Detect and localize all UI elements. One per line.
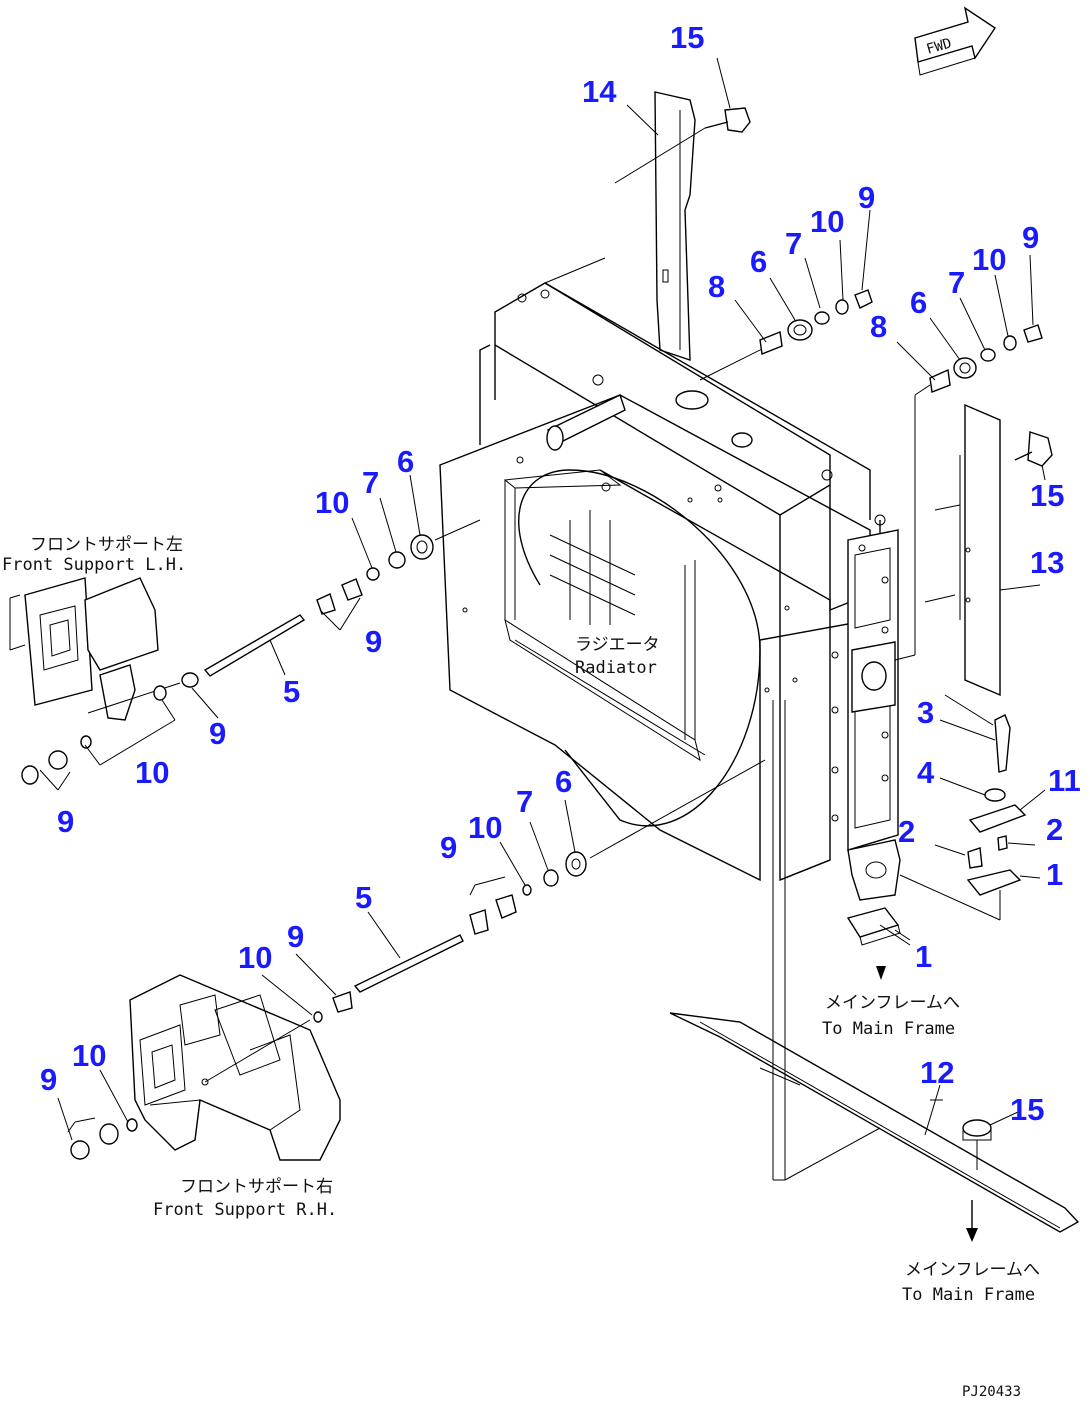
to-main-frame-jp-label: メインフレームへ xyxy=(825,993,960,1013)
callout-4: 4 xyxy=(917,755,935,790)
callout-10: 10 xyxy=(72,1038,106,1073)
callout-9: 9 xyxy=(440,830,457,865)
callout-7: 7 xyxy=(785,226,802,261)
front-support-lh-en-label: Front Support L.H. xyxy=(2,555,186,575)
callout-10: 10 xyxy=(238,940,272,975)
front-support-rh-jp-label: フロントサポート右 xyxy=(180,1177,333,1197)
callout-1: 1 xyxy=(915,939,932,974)
callout-9: 9 xyxy=(57,804,74,839)
callout-7: 7 xyxy=(516,784,533,819)
frame-reference-lines xyxy=(772,700,943,1181)
callout-10: 10 xyxy=(972,242,1006,277)
to-main-frame-en-label: To Main Frame xyxy=(902,1285,1035,1305)
drawing-code: PJ20433 xyxy=(962,1384,1021,1400)
upper-shroud-plate xyxy=(654,91,696,361)
callout-9: 9 xyxy=(40,1062,57,1097)
callout-9: 9 xyxy=(209,716,226,751)
callout-13: 13 xyxy=(1030,545,1064,580)
radiator-jp-label: ラジエータ xyxy=(575,635,660,655)
callout-8: 8 xyxy=(870,309,887,344)
fwd-arrow-icon: FWD xyxy=(914,6,996,76)
callout-7: 7 xyxy=(362,465,379,500)
callout-6: 6 xyxy=(750,244,767,279)
side-shroud-plate xyxy=(924,403,1001,697)
bolt-lower xyxy=(962,1119,992,1170)
callout-9: 9 xyxy=(287,919,304,954)
callout-2: 2 xyxy=(1046,812,1063,847)
bolt-top xyxy=(614,107,751,184)
down-arrow-icon xyxy=(876,966,886,980)
callout-10: 10 xyxy=(810,204,844,239)
callout-6: 6 xyxy=(397,444,414,479)
front-support-rh-en-label: Front Support R.H. xyxy=(153,1200,337,1220)
left-upper-rod-assembly xyxy=(21,519,481,791)
side-bracket xyxy=(831,514,901,901)
radiator-core-grid xyxy=(549,510,636,625)
mount-cushion-bottom xyxy=(846,907,911,946)
callout-labels: 15 14 9 10 7 6 8 9 10 7 6 8 15 13 6 7 10… xyxy=(40,20,1081,1127)
upper-hardware-row-1 xyxy=(699,289,873,381)
callout-10: 10 xyxy=(468,810,502,845)
callout-15: 15 xyxy=(1010,1092,1044,1127)
callout-3: 3 xyxy=(917,695,934,730)
lower-right-hardware xyxy=(899,694,1036,921)
callout-9: 9 xyxy=(365,624,382,659)
callout-2: 2 xyxy=(898,814,915,849)
callout-14: 14 xyxy=(582,74,617,109)
front-support-rh xyxy=(129,974,341,1161)
front-support-lh xyxy=(9,577,159,721)
to-main-frame-en-label: To Main Frame xyxy=(822,1019,955,1039)
callout-6: 6 xyxy=(910,285,927,320)
upper-hardware-row-2 xyxy=(894,324,1043,661)
lower-guard-plate xyxy=(669,1012,1080,1233)
callout-9: 9 xyxy=(858,180,875,215)
fan-shroud xyxy=(439,394,871,882)
fwd-label: FWD xyxy=(925,35,954,57)
callout-12: 12 xyxy=(920,1055,954,1090)
to-main-frame-jp-label: メインフレームへ xyxy=(905,1260,1040,1280)
callout-1: 1 xyxy=(1046,857,1063,892)
callout-11: 11 xyxy=(1048,763,1081,798)
callout-6: 6 xyxy=(555,764,572,799)
callout-15: 15 xyxy=(670,20,704,55)
callout-7: 7 xyxy=(948,265,965,300)
annotation-labels: フロントサポート左 Front Support L.H. ラジエータ Radia… xyxy=(2,535,1040,1400)
bolt-right xyxy=(1014,431,1053,467)
callout-9: 9 xyxy=(1022,220,1039,255)
front-support-lh-jp-label: フロントサポート左 xyxy=(30,535,183,555)
down-arrow-icon xyxy=(966,1200,978,1242)
leader-lines xyxy=(57,57,1046,1141)
callout-10: 10 xyxy=(135,755,169,790)
callout-5: 5 xyxy=(283,674,300,709)
callout-8: 8 xyxy=(708,269,725,304)
callout-5: 5 xyxy=(355,880,372,915)
radiator-en-label: Radiator xyxy=(575,658,657,678)
callout-10: 10 xyxy=(315,485,349,520)
right-lower-rod-assembly xyxy=(67,759,766,1160)
callout-15: 15 xyxy=(1030,478,1064,513)
